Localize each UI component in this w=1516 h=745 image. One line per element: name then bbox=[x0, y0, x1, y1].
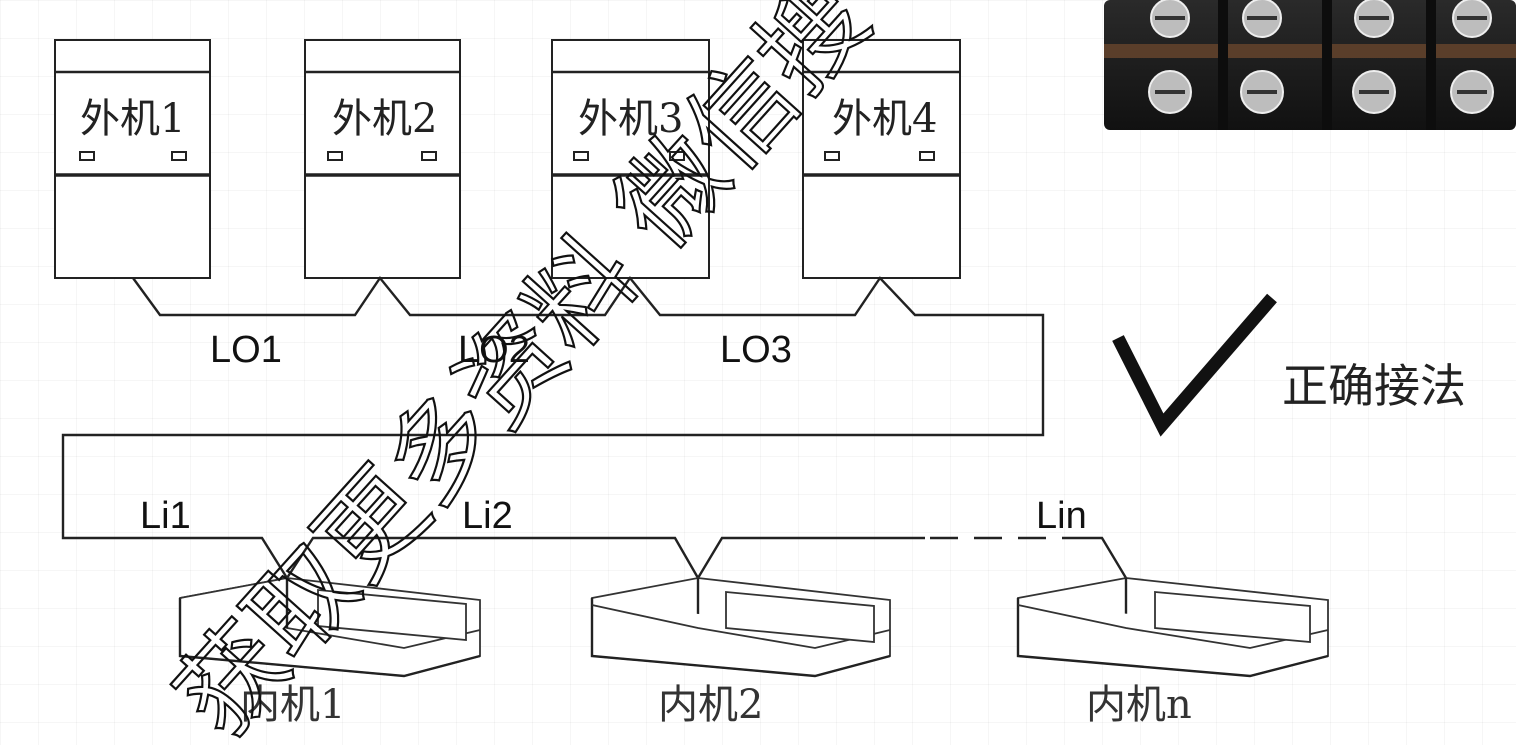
indoor-unit-label: 内机2 bbox=[658, 682, 763, 728]
indoor-unit-label: 内机n bbox=[1086, 682, 1192, 728]
terminal-block-photo bbox=[1104, 0, 1516, 130]
indoor-unit-n bbox=[1018, 578, 1328, 676]
indoor-unit-2 bbox=[592, 578, 890, 676]
link-label-lo3: LO3 bbox=[720, 329, 792, 371]
outdoor-unit-label: 外机2 bbox=[332, 96, 437, 142]
check-mark-icon bbox=[1118, 298, 1272, 425]
link-label-lo1: LO1 bbox=[210, 329, 282, 371]
outdoor-unit-1: 外机1 bbox=[55, 40, 210, 278]
outdoor-unit-label: 外机1 bbox=[80, 96, 185, 142]
outdoor-unit-label: 外机4 bbox=[832, 96, 937, 142]
outdoor-unit-2: 外机2 bbox=[305, 40, 460, 278]
correct-wiring-label: 正确接法 bbox=[1282, 359, 1466, 413]
link-label-li1: Li1 bbox=[140, 495, 191, 537]
link-label-lin: Lin bbox=[1036, 495, 1087, 537]
